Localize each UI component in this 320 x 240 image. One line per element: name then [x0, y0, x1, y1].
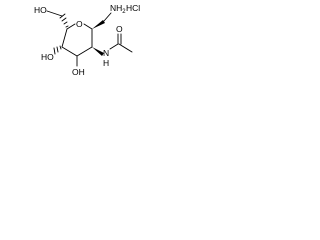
- hashed-bond-c4-oh: [53, 45, 62, 55]
- chemical-structure: O NH2 HCl HO HO OH N H O: [34, 3, 140, 77]
- amine-subscript-text: 2: [122, 9, 126, 15]
- bond-ch2-ho: [46, 10, 63, 17]
- wedge-bond-c2-n: [92, 47, 104, 56]
- atom-labels: O NH2 HCl HO HO OH N H O: [34, 3, 140, 77]
- bond-n-carbonyl: [109, 43, 119, 50]
- bond-ch2-nh2: [103, 12, 112, 22]
- amide-hydrogen-label: H: [103, 58, 109, 68]
- amide-nitrogen-label: N: [103, 48, 109, 58]
- hashed-bond-c6-ch2: [59, 13, 69, 28]
- hydroxyl-top-left-label: HO: [34, 5, 47, 15]
- amine-nh-text: NH: [110, 3, 122, 13]
- salt-label: HCl: [126, 3, 140, 13]
- ring-bond-c4-c6: [61, 28, 68, 48]
- hydroxyl-c4-label: HO: [41, 52, 54, 62]
- ring-bond-c2-c3: [76, 46, 93, 57]
- substituent-bonds: [46, 10, 133, 67]
- hydroxyl-c3-label: OH: [72, 67, 85, 77]
- amine-label: NH2: [110, 3, 126, 15]
- ring-bond-o-c1: [83, 23, 93, 30]
- wedge-bond-c1-ch2: [92, 20, 105, 29]
- bond-carbonyl-methyl: [118, 43, 133, 53]
- ring-oxygen-label: O: [76, 19, 83, 29]
- carbonyl-oxygen-label: O: [116, 24, 123, 34]
- ring-bond-c3-c4: [61, 46, 78, 57]
- pyranose-ring: [61, 23, 93, 57]
- ring-bond-c6-o: [66, 23, 76, 30]
